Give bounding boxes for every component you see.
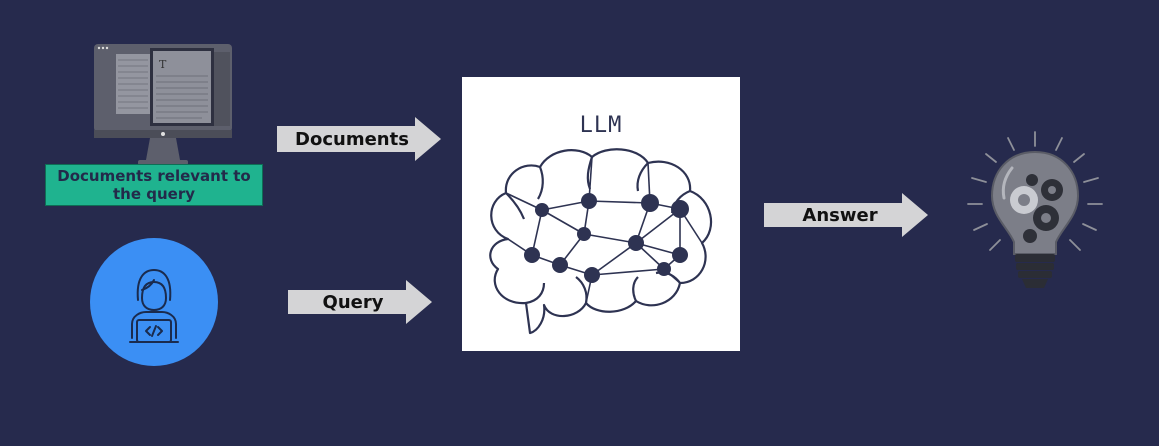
monitor-document-icon: T (92, 42, 234, 170)
lightbulb-gears-icon (960, 128, 1110, 300)
documents-arrow-label: Documents (295, 128, 409, 150)
llm-title: LLM (579, 113, 623, 138)
developer-user-icon (90, 238, 218, 366)
answer-arrow-label: Answer (802, 204, 878, 226)
documents-relevant-label: Documents relevant to the query (45, 164, 263, 206)
answer-arrow: Answer (764, 193, 928, 237)
query-arrow: Query (288, 280, 432, 324)
documents-arrow: Documents (277, 117, 441, 161)
llm-panel: LLM (462, 77, 740, 351)
svg-text:T: T (159, 58, 167, 71)
neural-brain-icon (480, 143, 724, 339)
query-arrow-label: Query (322, 291, 384, 313)
